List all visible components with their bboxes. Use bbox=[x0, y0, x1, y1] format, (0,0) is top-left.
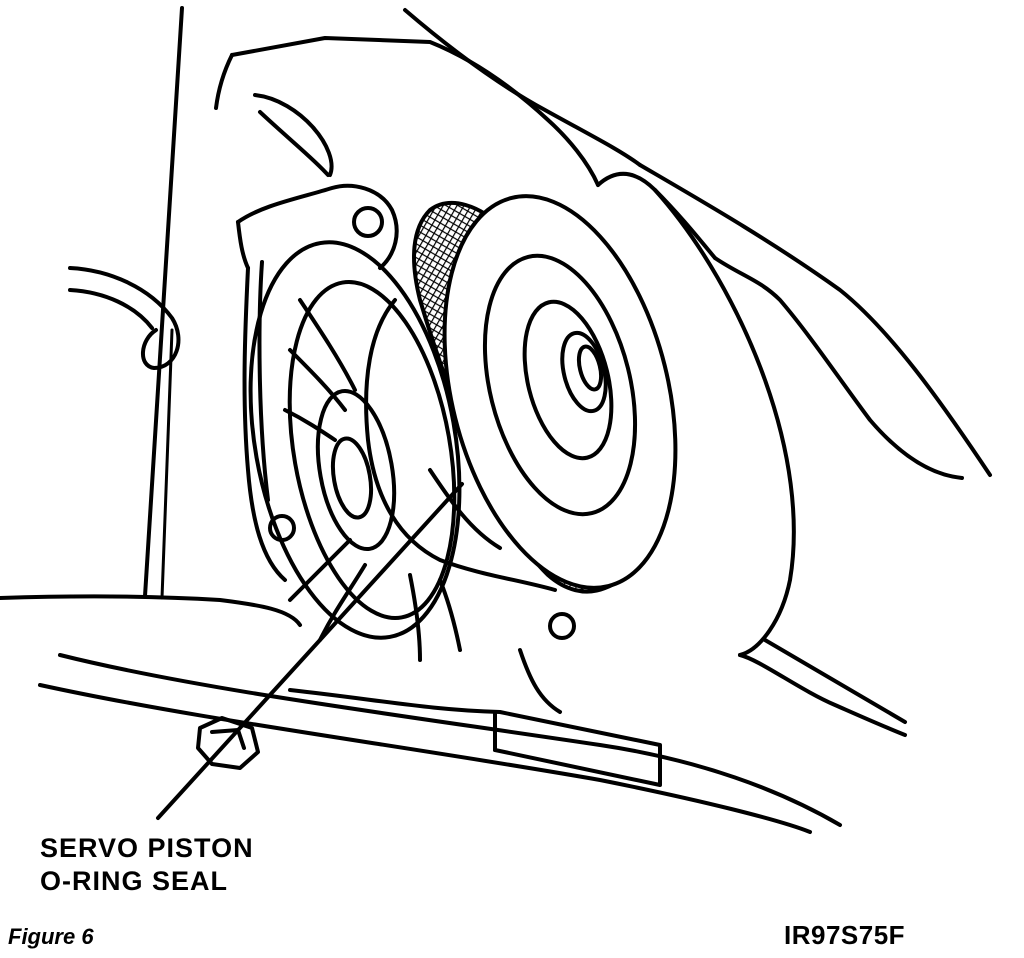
callout-leader-line bbox=[156, 482, 464, 820]
figure-caption: Figure 6 bbox=[8, 924, 94, 949]
mounting-bracket bbox=[236, 183, 576, 640]
servo-piston-face bbox=[442, 194, 678, 590]
servo-piston-body bbox=[364, 298, 557, 592]
servo-bore bbox=[248, 240, 462, 662]
transmission-case-lower bbox=[0, 594, 842, 834]
figure-code: IR97S75F bbox=[784, 920, 906, 950]
transmission-case-upper bbox=[214, 8, 992, 480]
case-wall-right bbox=[653, 188, 907, 737]
vertical-rod bbox=[143, 6, 184, 600]
wire-loop bbox=[68, 266, 181, 370]
callout-line-2: O-RING SEAL bbox=[40, 866, 229, 896]
callout-line-1: SERVO PISTON bbox=[40, 833, 254, 863]
callout-label: SERVO PISTON O-RING SEAL bbox=[40, 832, 254, 898]
